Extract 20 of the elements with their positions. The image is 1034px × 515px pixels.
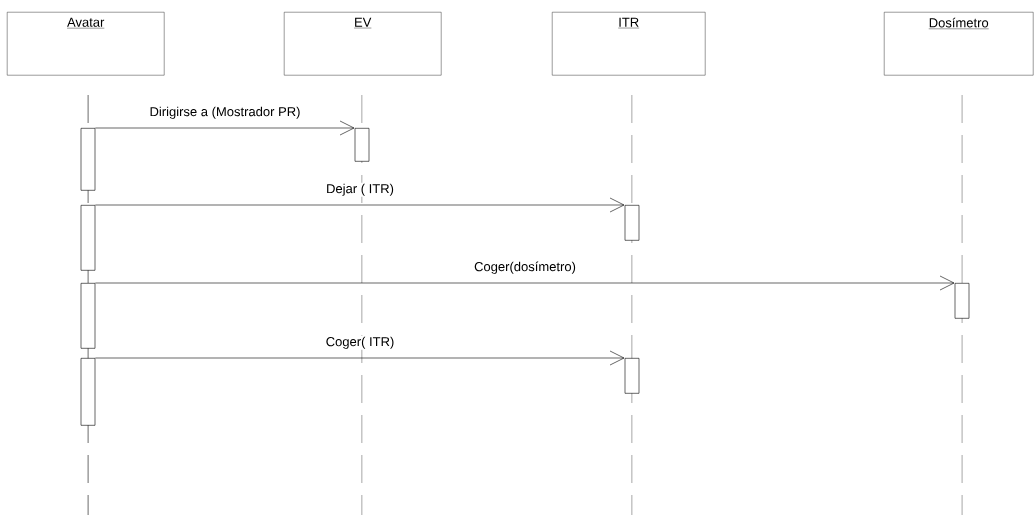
message-arrow [95, 275, 955, 291]
object-box: Dosímetro [884, 12, 1034, 76]
message-label: Coger(dosímetro) [473, 260, 577, 275]
activation-bar [80, 358, 96, 426]
message-arrow [95, 197, 625, 213]
object-box: Avatar [7, 12, 165, 76]
activation-bar [954, 283, 970, 319]
activation-bar [80, 205, 96, 271]
object-box: ITR [552, 12, 706, 76]
activation-bar [624, 358, 640, 394]
activation-bar [624, 205, 640, 241]
object-box: EV [284, 12, 442, 76]
activation-bar [354, 128, 370, 162]
message-label: Coger( ITR) [324, 335, 396, 350]
message-label: Dejar ( ITR) [325, 182, 395, 197]
activation-bar [80, 283, 96, 349]
message-arrow [95, 120, 355, 136]
message-arrow [95, 350, 625, 366]
activation-bar [80, 128, 96, 191]
message-label: Dirigirse a (Mostrador PR) [148, 105, 302, 120]
